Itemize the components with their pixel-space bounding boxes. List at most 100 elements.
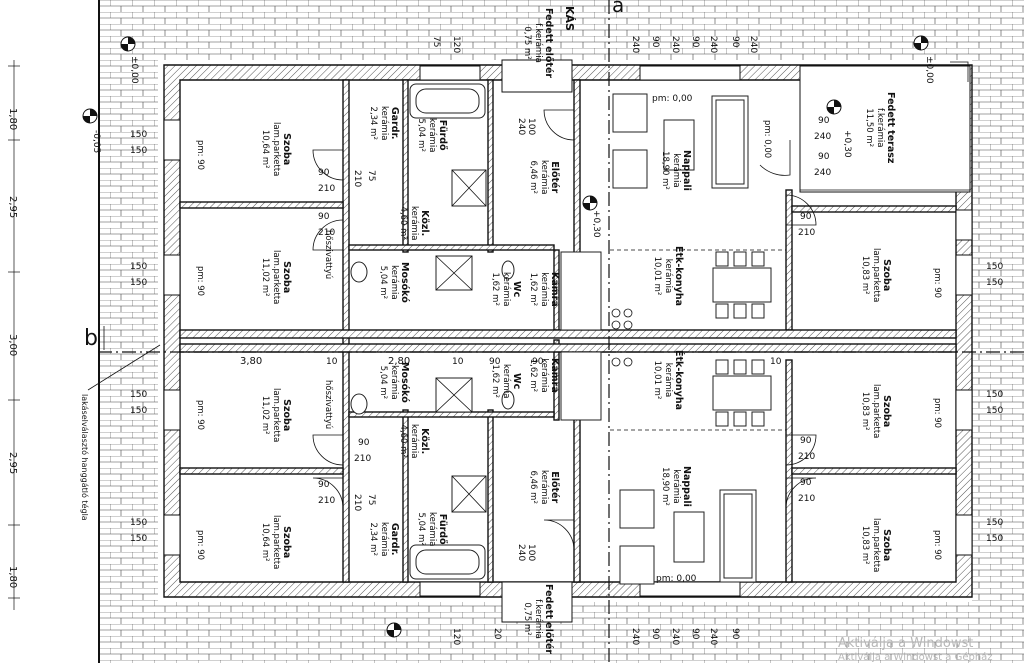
pm-fedett-terasz: pm: 0,00 (762, 120, 772, 159)
dim-210-f: 210 (798, 452, 816, 462)
shower-bottom (451, 475, 487, 513)
level-marker-bottom (386, 622, 402, 638)
dim-240-top2: 240 (670, 36, 680, 54)
separator-label: lakáselválasztó hanggátló tégla (80, 394, 90, 521)
sink-top (350, 261, 368, 283)
dim-90-top2: 90 (690, 36, 700, 48)
dim-90-top3: 90 (730, 36, 740, 48)
level-marker-left (82, 108, 98, 124)
dim-240-top4: 240 (748, 36, 758, 54)
dim-75-b: 75 (366, 494, 376, 506)
dim-100-b: 100 (526, 544, 536, 562)
room-fedett-terasz: Fedett terasz f.kerámia 11,50 m² (864, 92, 896, 164)
dim-210-v2: 210 (352, 494, 362, 512)
room-szoba-tl: Szoba lam.parketta 10,64 m² (260, 122, 292, 177)
dim-90-g: 90 (800, 478, 812, 488)
room-wc-t: Wc kerámia 1,62 m² (490, 272, 522, 307)
living-furniture-top (612, 93, 749, 189)
room-szoba-br: Szoba lam.parketta 10,83 m² (860, 518, 892, 573)
dim-90-i: 90 (818, 116, 830, 126)
level-marker-top-right (913, 35, 929, 51)
room-eloter-b: Előtér kerámia 6,46 m² (528, 470, 560, 505)
living-furniture-bottom (619, 489, 757, 585)
level-top-left: ±0,00 (129, 56, 139, 84)
room-kozl-t: Közl. kerámia 4,60 m² (398, 206, 430, 241)
dim-90-e: 90 (800, 212, 812, 222)
dim-240-bot3: 240 (708, 628, 718, 646)
dim-100-t: 100 (526, 118, 536, 136)
dim-240-t: 240 (516, 118, 526, 136)
room-nappali-t: Nappali kerámia 18,90 m² (660, 150, 692, 191)
shower-washroom-top (435, 255, 473, 291)
room-eloter-t: Előtér kerámia 6,46 m² (528, 160, 560, 195)
mid-dim-7: 10 (770, 357, 782, 367)
room-etk-b: Étk-konyha kerámia 10,01 m² (652, 350, 684, 411)
pm-szoba-bl: pm: 90 (195, 530, 205, 561)
pm-szoba-ml: pm: 90 (195, 266, 205, 297)
pm-nappali-b: pm: 0,00 (656, 574, 697, 584)
room-gardr-b: Gardr. kerámia 2,34 m² (368, 522, 400, 557)
dim-150-b: 150 (130, 146, 148, 156)
top-title: KÁS (563, 6, 576, 31)
room-fedett-eloter-t: Fedett előtér f.kerámia 0,75 m² (522, 8, 554, 79)
dim-240-top3: 240 (708, 36, 718, 54)
level-left: -0,05 (91, 130, 101, 153)
dim-240-h: 240 (814, 168, 832, 178)
left-dimension-chain (8, 60, 20, 610)
dining-table-bottom (712, 359, 772, 427)
dim-150-r2: 150 (986, 278, 1004, 288)
pm-szoba-ml2: pm: 90 (195, 400, 205, 431)
pm-nappali-t: pm: 0,00 (652, 94, 693, 104)
room-szoba-tr: Szoba lam.parketta 10,83 m² (860, 248, 892, 303)
mid-dim-2: 10 (326, 357, 338, 367)
covered-entrance-top (501, 59, 573, 93)
bathtub-top (409, 83, 486, 119)
level-marker-terrace (826, 99, 842, 115)
mid-dim-6: 90 (532, 357, 544, 367)
dim-150-r4: 150 (986, 406, 1004, 416)
shower-top (451, 169, 487, 207)
axis-b-label: b (84, 326, 98, 351)
toilet-top (501, 260, 515, 280)
dim-150-r5: 150 (986, 518, 1004, 528)
dim-150-h: 150 (130, 534, 148, 544)
dim-210-e: 210 (798, 228, 816, 238)
dim-90-c: 90 (358, 438, 370, 448)
mid-dim-3: 2,80 (388, 356, 410, 367)
dim-90-d: 90 (318, 480, 330, 490)
dim-90-f: 90 (800, 436, 812, 446)
level-marker-top-left (120, 36, 136, 52)
level-marker-center (582, 195, 598, 211)
dining-table-top (712, 251, 772, 319)
hoszivattyu-bottom: hőszivattyú (323, 380, 333, 430)
kitchen-counter-top (560, 251, 633, 331)
dim-90-bot2: 90 (690, 628, 700, 640)
axis-a-label: a (612, 0, 624, 17)
dim-240-bot2: 240 (670, 628, 680, 646)
left-dim-1: 1,80 (7, 108, 18, 130)
dim-120-top: 120 (451, 36, 461, 54)
sink-bottom (350, 393, 368, 415)
dim-240-b: 240 (516, 544, 526, 562)
dim-150-a: 150 (130, 130, 148, 140)
dim-210-a: 210 (318, 184, 336, 194)
room-kozl-b: Közl. kerámia 4,60 m² (398, 424, 430, 459)
dim-150-g: 150 (130, 518, 148, 528)
dim-90-h: 90 (818, 152, 830, 162)
level-center: +0,30 (591, 210, 601, 238)
dim-120-bottom: 120 (451, 628, 461, 646)
left-dim-5: 1,80 (7, 566, 18, 588)
left-dim-2: 2,95 (7, 196, 18, 218)
room-furdo-b: Fürdő kerámia 5,04 m² (416, 512, 448, 547)
room-furdo-t: Fürdő kerámia 5,04 m² (416, 118, 448, 153)
dim-150-d: 150 (130, 278, 148, 288)
doors (312, 109, 817, 551)
dim-210-g: 210 (798, 494, 816, 504)
dim-150-c: 150 (130, 262, 148, 272)
dim-240-i: 240 (814, 132, 832, 142)
windows (163, 65, 973, 597)
level-top-right: ±0,00 (924, 56, 934, 84)
mid-dim-5: 90 (489, 357, 501, 367)
room-kamra-b: Kamra kerámia 1,62 m² (528, 358, 560, 393)
